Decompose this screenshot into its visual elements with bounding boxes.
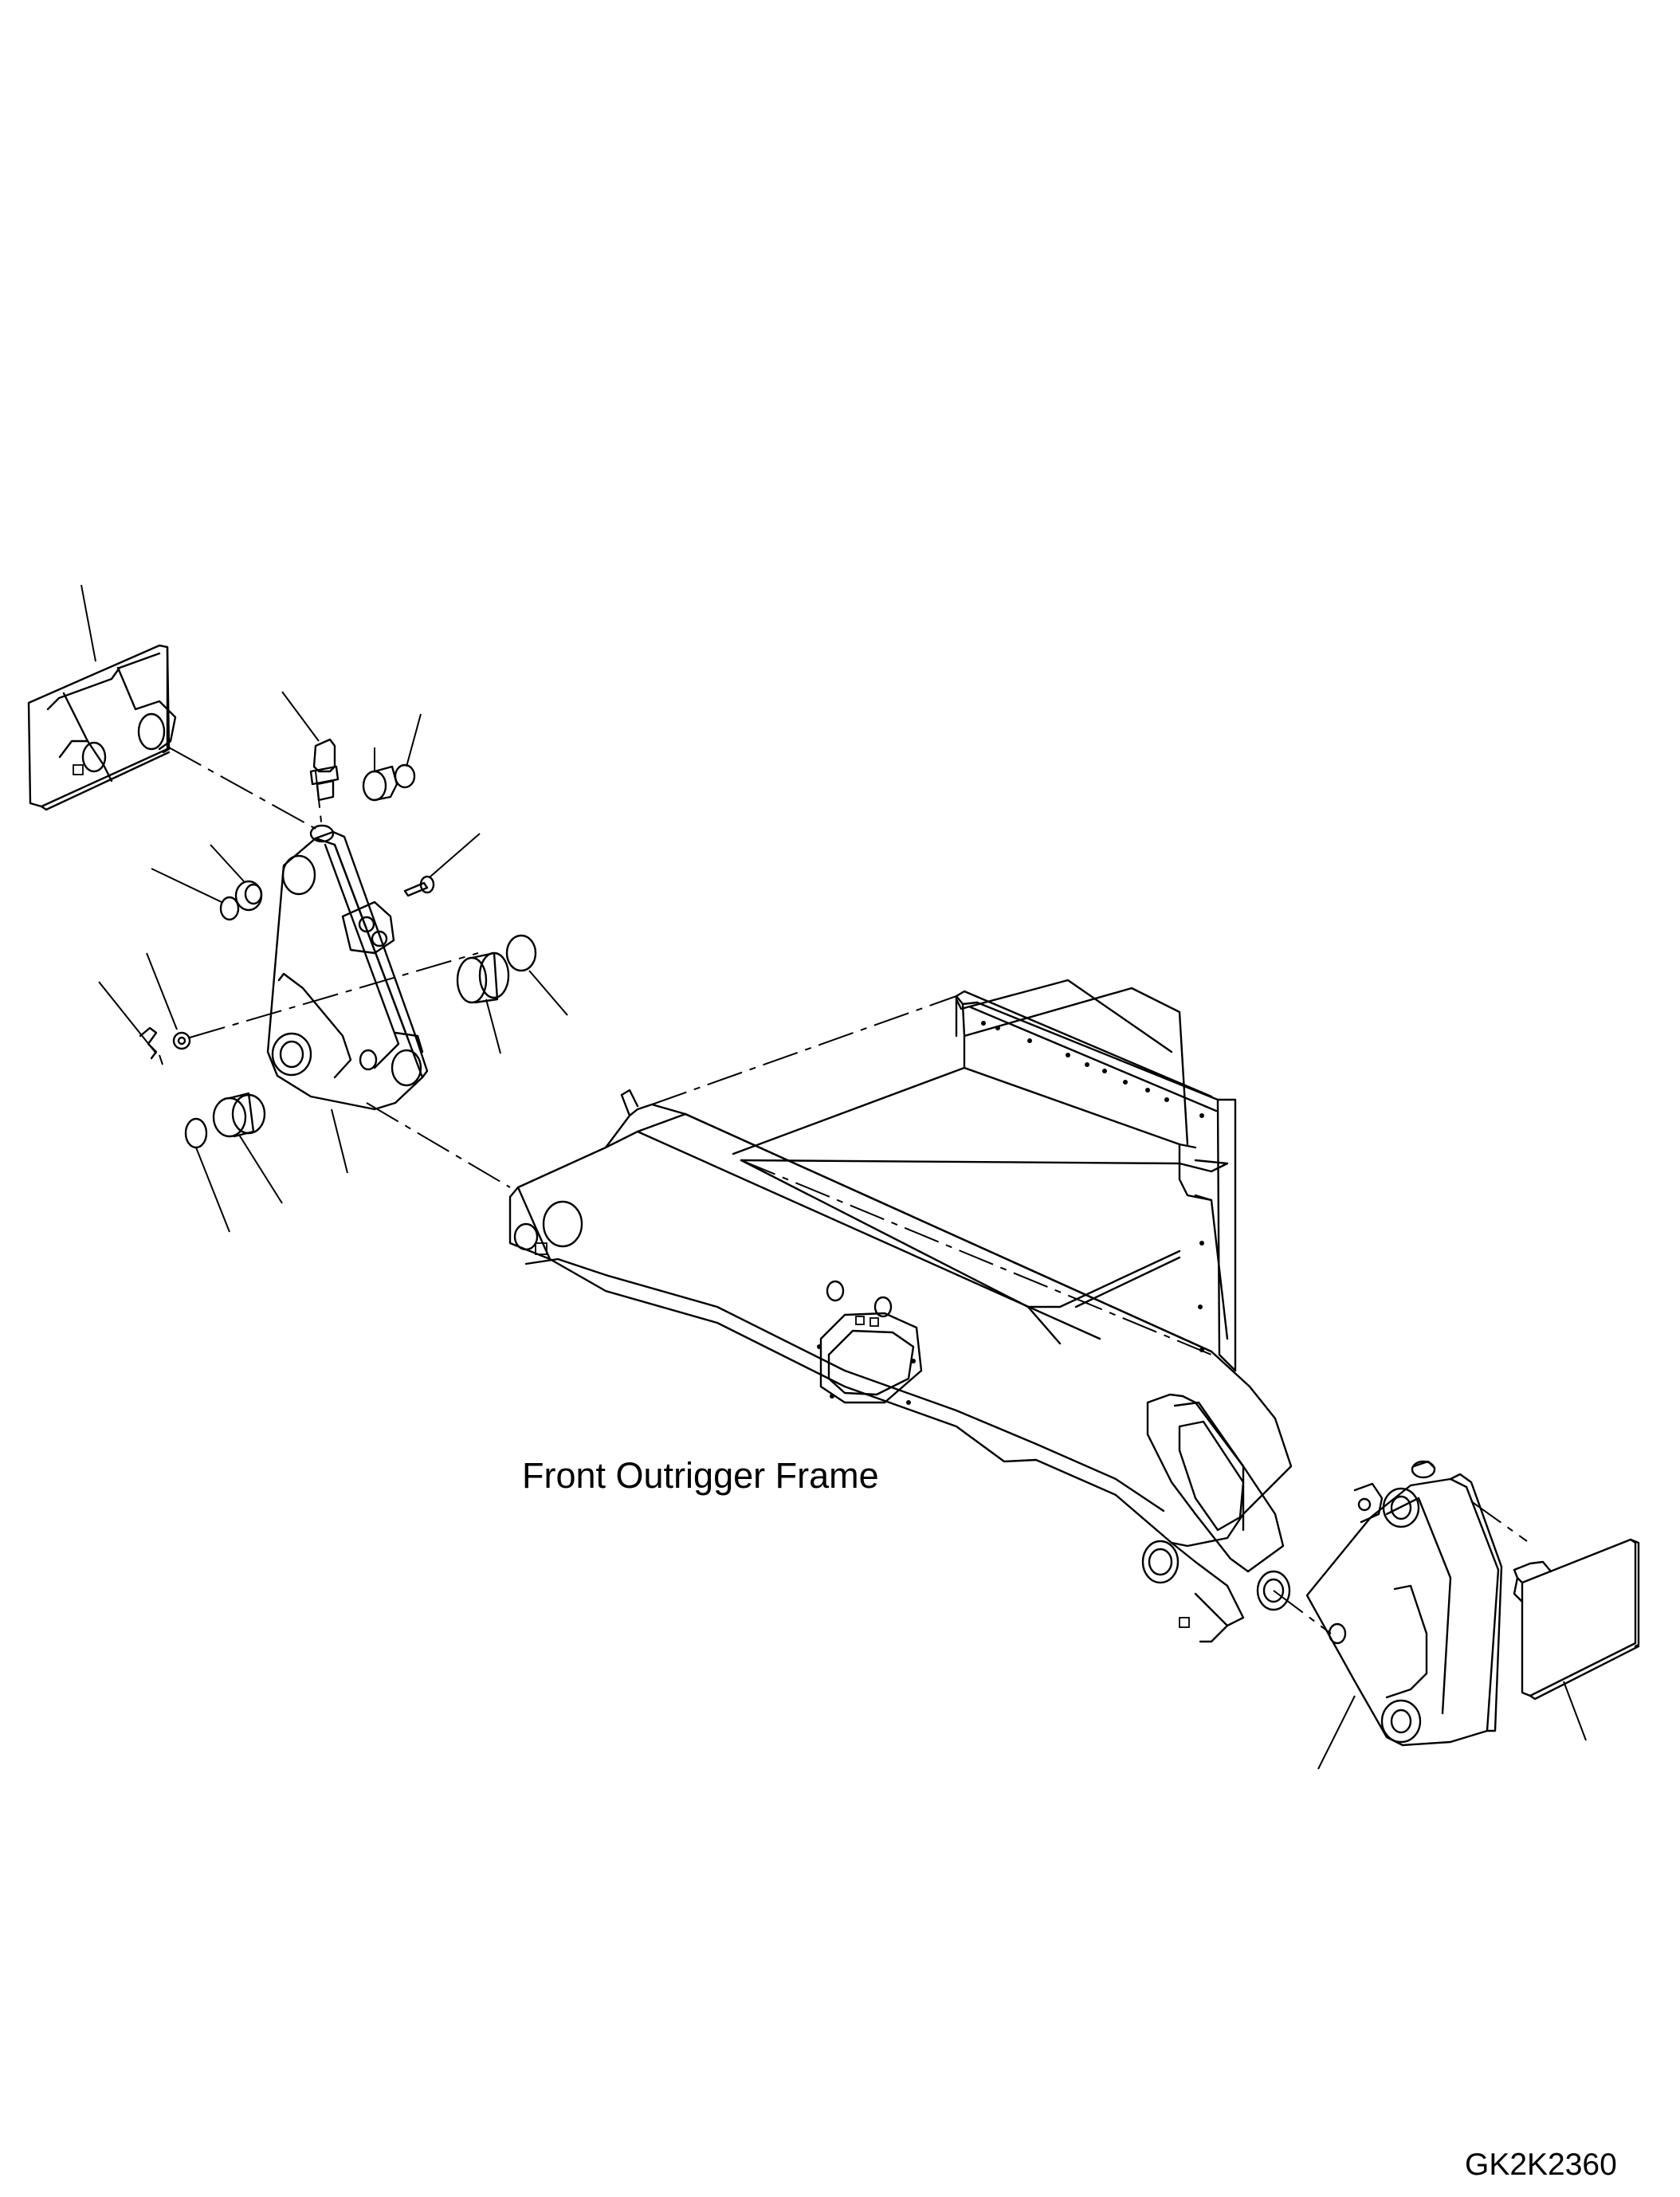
grease-fitting — [309, 738, 340, 802]
bolt — [403, 875, 435, 897]
bushing-middle-right — [456, 934, 537, 1004]
bushing-upper-left — [219, 880, 263, 921]
left-outrigger-arm — [266, 824, 429, 1111]
drawing-number: GK2K2360 — [1465, 2148, 1617, 2182]
bushing-upper-right — [362, 763, 416, 802]
front-outrigger-frame — [508, 979, 1293, 1643]
left-outrigger-pad — [27, 644, 177, 811]
right-outrigger-arm — [1305, 1460, 1503, 1747]
right-outrigger-pad — [1513, 1538, 1640, 1701]
diagram-caption: Front Outrigger Frame — [522, 1455, 879, 1496]
bushing-lower-left — [184, 1092, 266, 1149]
leader-lines — [80, 584, 1587, 1770]
assembly-center-lines — [168, 747, 1528, 1634]
